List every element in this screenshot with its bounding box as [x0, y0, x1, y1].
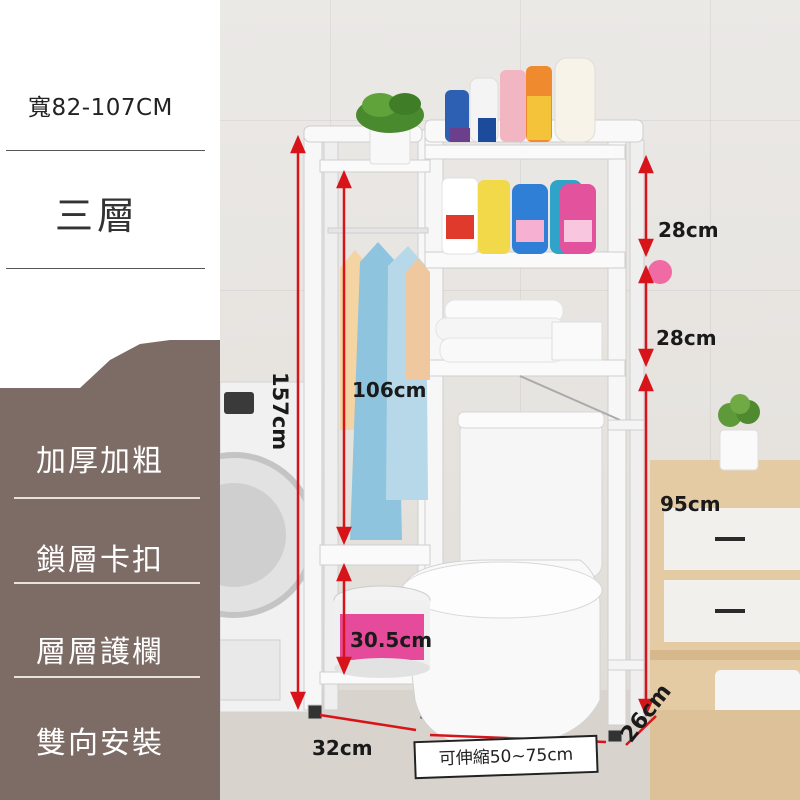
feature-divider-2 — [14, 582, 200, 584]
spec-panel: 寬82-107CM 三層 加厚加粗 鎖層卡扣 層層護欄 雙向安裝 — [0, 0, 220, 800]
bottom-shelf-label: 30.5cm — [350, 628, 433, 652]
potted-plant — [356, 93, 424, 165]
shelf-gap-1-label: 28cm — [658, 218, 719, 242]
bathroom-cabinet — [650, 394, 800, 800]
height-total-label: 157cm — [268, 372, 292, 451]
side-width-label: 32cm — [312, 736, 373, 760]
feature-thick: 加厚加粗 — [36, 444, 164, 479]
shelf-gap-2-label: 28cm — [656, 326, 717, 350]
bath-sponge — [648, 260, 672, 284]
feature-two-way: 雙向安裝 — [36, 726, 164, 761]
toilet — [401, 411, 605, 746]
spec-panel-top — [0, 0, 220, 388]
feature-lock: 鎖層卡扣 — [36, 543, 164, 578]
top-shelf-bottles — [445, 57, 596, 143]
extendable-width-label: 可伸縮50~75cm — [413, 734, 599, 780]
measurement-lines — [290, 134, 657, 746]
detergent-bottles — [441, 177, 596, 255]
scene-drawing — [220, 57, 800, 800]
feature-guardrail: 層層護欄 — [36, 635, 164, 670]
folded-towels — [435, 299, 603, 363]
hanging-clothes — [340, 242, 430, 540]
layer-count-label: 三層 — [55, 194, 140, 238]
laundry-bucket — [333, 585, 431, 678]
hang-height-label: 106cm — [352, 378, 427, 402]
feature-divider-1 — [14, 497, 200, 499]
divider-top — [6, 150, 205, 151]
spec-panel-bottom — [0, 340, 220, 800]
feature-divider-3 — [14, 676, 200, 678]
washing-machine — [220, 381, 317, 713]
bottom-height-label: 95cm — [660, 492, 721, 516]
divider-middle — [6, 268, 205, 269]
product-photo: 157cm 28cm 28cm 106cm 95cm 30.5cm 32cm 2… — [220, 0, 800, 800]
width-range-label: 寬82-107CM — [28, 95, 173, 121]
